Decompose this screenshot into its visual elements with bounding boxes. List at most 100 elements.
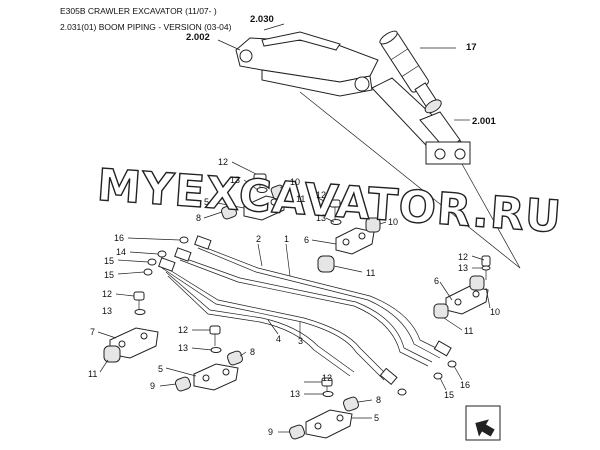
callout-5a: 5: [204, 197, 209, 207]
callout-15a: 15: [104, 256, 114, 266]
washer-13d: [134, 309, 146, 315]
clamp-6b: [445, 285, 489, 315]
callout-5c: 5: [374, 413, 379, 423]
label-cylinder-ref: 17: [466, 42, 477, 53]
leader-13a: [243, 179, 259, 191]
callout-10c: 10: [490, 307, 500, 317]
boom-overview: [217, 23, 521, 269]
leader-8a: [203, 211, 223, 219]
leader-16a: [127, 237, 181, 241]
cap-8a: [220, 204, 238, 220]
pipe-fitting-l3: [158, 257, 176, 272]
pipe-4b: [167, 275, 351, 377]
leader-7: [97, 331, 117, 339]
next-page-arrow-icon[interactable]: [465, 405, 501, 442]
boom-arm-body: [235, 37, 379, 83]
callout-15c: 15: [444, 390, 454, 400]
callout-6a: 6: [304, 235, 309, 245]
leader-12d: [115, 293, 135, 297]
callout-8b: 8: [250, 347, 255, 357]
callout-5b: 5: [158, 364, 163, 374]
callout-10b: 10: [388, 217, 398, 227]
callout-13b: 13: [316, 213, 326, 223]
washer-13c: [481, 265, 491, 271]
callout-12c: 12: [458, 252, 468, 262]
leader-14: [129, 251, 159, 255]
callout-12b: 12: [316, 190, 326, 200]
pipe-2: [177, 255, 433, 363]
callout-3: 3: [298, 336, 303, 346]
o-ring-15b: [143, 268, 153, 276]
cap-10a: [270, 184, 286, 200]
callout-2: 2: [256, 234, 261, 244]
leader-10a: [279, 181, 291, 189]
leader-4: [267, 319, 279, 335]
leader-long-2: [461, 163, 521, 269]
callout-8c: 8: [376, 395, 381, 405]
callout-13f: 13: [290, 389, 300, 399]
callout-12f: 12: [322, 373, 332, 383]
leader-15b: [117, 271, 145, 275]
callout-4: 4: [276, 334, 281, 344]
callout-8a: 8: [196, 213, 201, 223]
label-boom-assembly: 2.030: [250, 14, 274, 25]
o-ring-16c: [433, 372, 443, 380]
leader-11b: [443, 317, 463, 331]
callout-13e: 13: [178, 343, 188, 353]
pipe-fitting-l2: [174, 247, 192, 262]
cap-8c: [342, 396, 360, 412]
clamp-set-bottom-right: [278, 377, 373, 440]
callout-11a: 11: [366, 268, 375, 278]
cap-8b: [226, 350, 244, 366]
boom-foot-pin-b: [454, 148, 466, 160]
washer-13a: [256, 187, 268, 193]
callout-11b: 11: [464, 326, 473, 336]
callout-12a: 12: [218, 157, 228, 167]
pipe-fitting-r2: [379, 367, 398, 386]
cap-11c: [103, 345, 121, 363]
leader-10b: [379, 221, 387, 225]
callout-9b: 9: [268, 427, 273, 437]
leader-1: [285, 243, 291, 277]
leader-13b: [325, 217, 335, 223]
label-arm-ref: 2.002: [186, 32, 210, 43]
boom-pin-front: [239, 49, 253, 63]
callout-10a: 10: [290, 177, 300, 187]
boom-arm-side: [261, 69, 373, 97]
leader-16b: [453, 365, 463, 381]
callout-9a: 9: [150, 381, 155, 391]
callout-16a: 16: [114, 233, 124, 243]
ref-line-2002: [217, 39, 241, 51]
pipe-2b: [179, 259, 429, 367]
leader-5a: [211, 201, 245, 209]
callout-13a: 13: [230, 175, 240, 185]
callout-13d: 13: [102, 306, 112, 316]
callout-15b: 15: [104, 270, 114, 280]
cap-11b: [433, 303, 449, 319]
boom-pin-mid: [354, 76, 370, 92]
o-ring-15c: [397, 388, 407, 396]
callout-11d: 11: [296, 194, 305, 204]
leader-13e: [191, 347, 213, 351]
bolt-12c: [481, 255, 491, 267]
hydraulic-cylinder: [379, 30, 442, 114]
cap-11a: [317, 255, 335, 273]
callout-14: 14: [116, 247, 126, 257]
clamp-set-far-right: [433, 255, 491, 391]
leader-10c: [485, 287, 491, 309]
leader-2: [257, 243, 263, 267]
pipe-group: [117, 235, 457, 396]
ref-line-2030: [263, 23, 285, 31]
callout-12d: 12: [102, 289, 112, 299]
callout-12e: 12: [178, 325, 188, 335]
boom-foot-pin-a: [434, 148, 446, 160]
o-ring-16a: [179, 236, 189, 244]
clamp-set-left: [97, 291, 159, 373]
pipe-1b: [197, 247, 441, 359]
leader-5b: [165, 367, 197, 377]
leader-12b: [317, 197, 331, 205]
bolt-12d: [133, 291, 145, 301]
watermark: MYEXCAVATOR.RU: [95, 160, 563, 243]
header-model: E305B CRAWLER EXCAVATOR (11/07- ): [60, 6, 217, 16]
